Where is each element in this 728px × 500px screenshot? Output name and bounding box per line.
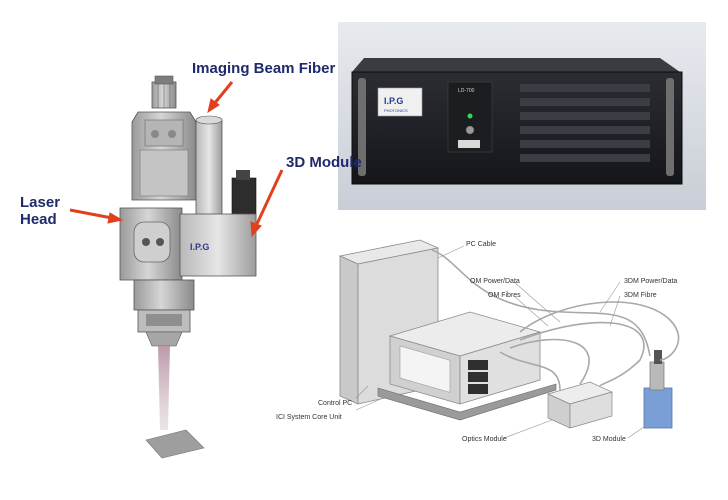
laser-head-drawing: I.P.G: [119, 75, 257, 459]
label-3d-module-small: 3D Module: [592, 436, 626, 443]
ld700-photo: I.P.G PHOTONICS LD-700: [338, 22, 706, 210]
callout-laser-head-line2: Head: [20, 211, 57, 228]
label-optics-module: Optics Module: [462, 436, 507, 443]
photo-logo-sub: PHOTONICS: [384, 108, 408, 113]
label-pc-cable: PC Cable: [466, 241, 496, 248]
arrow-3d-module: [254, 169, 284, 227]
head-logo-text: I.P.G: [190, 242, 209, 252]
callout-arrows: [69, 81, 284, 238]
label-control-pc: Control PC: [318, 400, 353, 407]
label-om-power-data: OM Power/Data: [470, 278, 520, 285]
callout-laser-head-line1: Laser: [20, 194, 61, 211]
arrow-imaging-fiber: [212, 81, 234, 105]
callout-imaging-beam-fiber: Imaging Beam Fiber: [192, 60, 336, 77]
system-overview-drawing: [338, 239, 680, 439]
photo-logo-text: I.P.G: [384, 96, 403, 106]
photo-model-text: LD-700: [458, 88, 475, 94]
arrow-laser-head: [69, 208, 113, 220]
label-3dm-power-data: 3DM Power/Data: [624, 278, 678, 285]
label-om-fibres: OM Fibres: [488, 292, 521, 299]
callout-3d-module: 3D Module: [286, 154, 362, 171]
label-core-unit: ICI System Core Unit: [276, 414, 342, 421]
label-3dm-fibre: 3DM Fibre: [624, 292, 657, 299]
callout-laser-head: Laser Head: [20, 194, 60, 228]
